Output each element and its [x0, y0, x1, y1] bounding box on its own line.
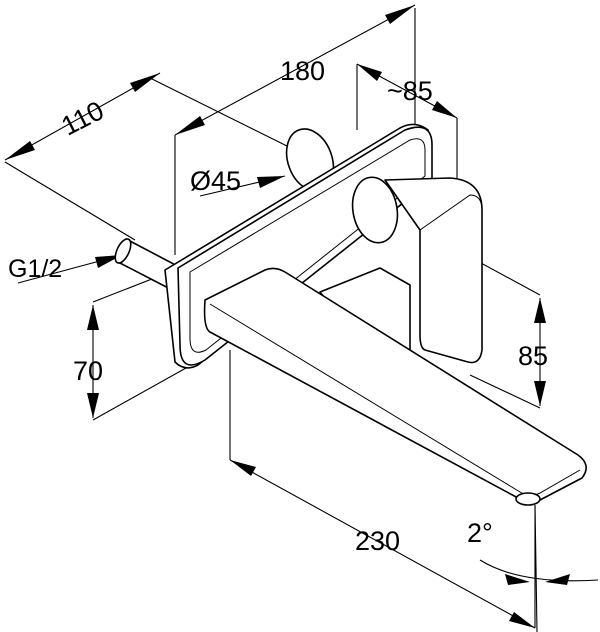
dimension-85-depth: ~85 — [387, 76, 433, 106]
dimension-angle-2: 2° — [467, 518, 493, 548]
faucet-body — [114, 123, 587, 506]
dimension-180: 180 — [280, 56, 325, 86]
dimension-70: 70 — [73, 356, 103, 386]
dimension-diameter-45: Ø45 — [190, 166, 241, 196]
dimension-230: 230 — [355, 526, 400, 556]
dimension-85-height: 85 — [518, 341, 548, 371]
dimension-110: 110 — [57, 95, 109, 141]
dimension-thread-g12: G1/2 — [8, 255, 62, 283]
